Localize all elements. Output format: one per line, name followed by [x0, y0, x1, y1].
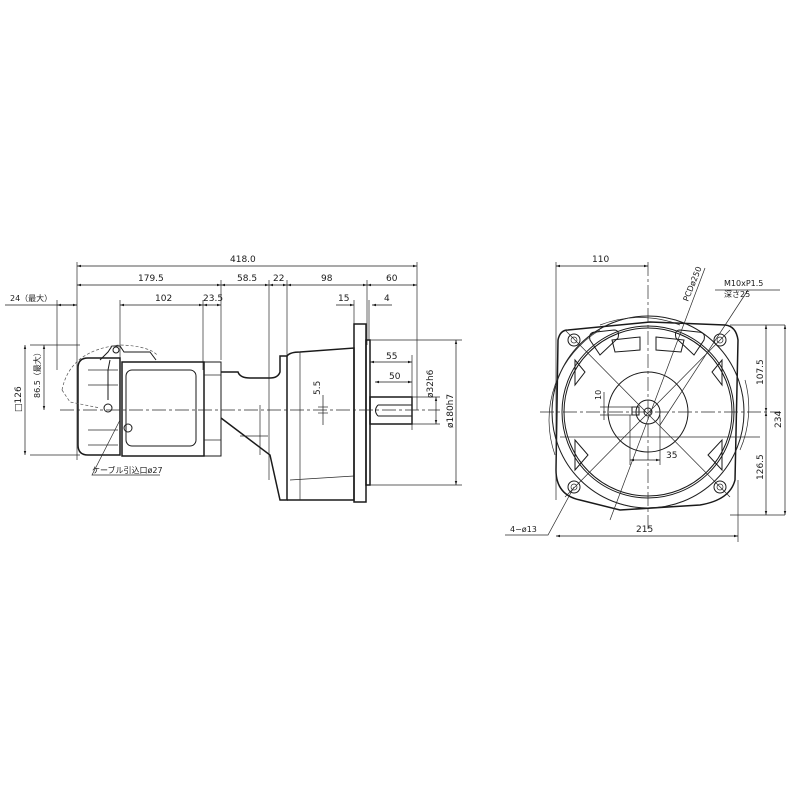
gear-housing	[220, 323, 413, 503]
mount-hole-label: 4−ø13	[510, 525, 537, 534]
dim-15: 15	[338, 294, 349, 304]
motor-body	[61, 344, 222, 457]
dim-23-5: 23.5	[203, 294, 223, 304]
dim-22: 22	[273, 274, 284, 284]
dim-key-offset: 5.5	[313, 381, 323, 395]
side-dimension-lines	[5, 262, 418, 480]
side-view: 418.0 179.5 58.5 22 98 60 24（最大） 102 23.…	[5, 255, 462, 503]
dim-234: 234	[774, 411, 784, 428]
dim-418: 418.0	[230, 255, 256, 265]
dim-24-max: 24（最大）	[10, 293, 52, 303]
tap-spec: M10xP1.5	[724, 279, 763, 288]
dim-spigot-dia: ø180h7	[446, 394, 456, 428]
dim-107-5: 107.5	[756, 359, 766, 385]
dim-110: 110	[592, 255, 609, 265]
dim-shaft-dia: ø32h6	[426, 369, 436, 398]
dim-4: 4	[384, 294, 390, 304]
dim-102: 102	[155, 294, 172, 304]
dim-55: 55	[386, 352, 397, 362]
front-view	[505, 262, 787, 542]
dim-179-5: 179.5	[138, 274, 164, 284]
tap-depth: 深さ25	[724, 290, 750, 299]
dim-35: 35	[666, 451, 677, 461]
dim-pcd: PCDø250	[682, 265, 704, 302]
dim-60: 60	[386, 274, 398, 284]
dim-126-5: 126.5	[756, 454, 766, 480]
mount-holes	[567, 333, 727, 494]
dim-key-width: 10	[594, 390, 603, 400]
cable-entry-label: ケーブル引込口ø27	[92, 465, 163, 475]
dim-50: 50	[389, 372, 401, 382]
dim-square-126: □126	[14, 386, 24, 412]
dim-98: 98	[321, 274, 333, 284]
dim-58-5: 58.5	[237, 274, 257, 284]
dim-terminal-height: 86.5（最大）	[32, 348, 42, 398]
shaft-dimension-lines	[23, 339, 462, 486]
dim-215: 215	[636, 525, 653, 535]
